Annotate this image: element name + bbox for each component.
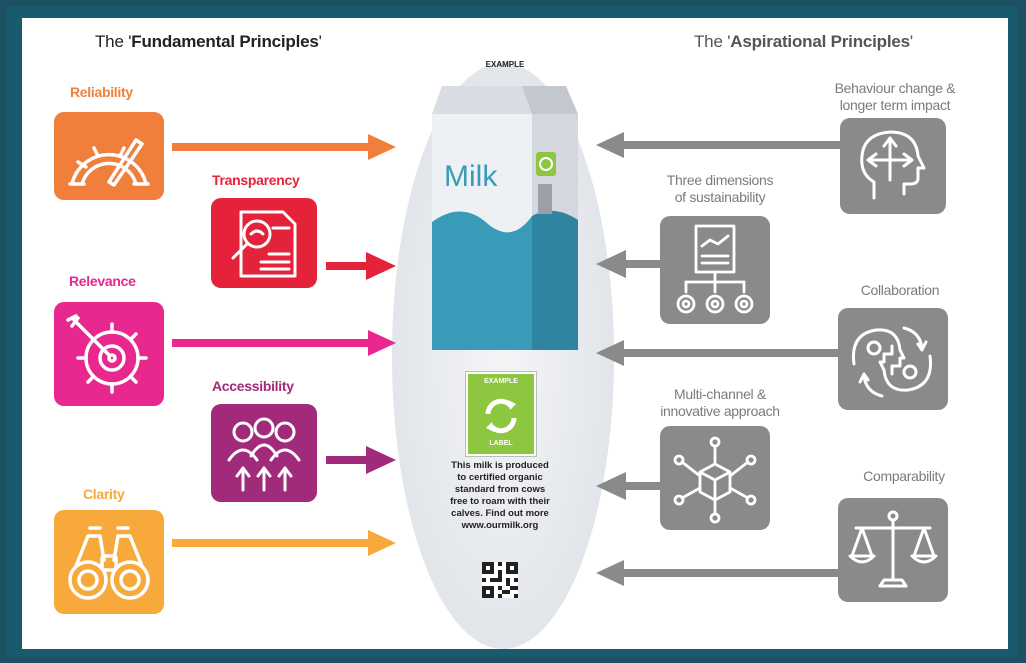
recycle-label-icon: EXAMPLE LABEL [466, 372, 536, 456]
aspirational-heading-suffix: ' [909, 32, 913, 51]
aspirational-heading-prefix: The ' [694, 32, 731, 51]
aspirational-heading: The 'Aspirational Principles' [694, 32, 913, 52]
label-transparency: Transparency [212, 172, 300, 188]
arrow-multi-channel [596, 470, 662, 502]
target-gear-icon [54, 302, 164, 406]
label-accessibility: Accessibility [212, 378, 294, 394]
two-heads-icon [838, 308, 948, 410]
arrow-collaboration [596, 338, 842, 368]
label-three-dimensions-line1: Three dimensions [666, 172, 774, 188]
desc-line-5: calves. Find out more [451, 508, 549, 519]
fundamental-heading-bold: Fundamental Principles [131, 32, 319, 51]
arrow-three-dimensions [596, 248, 662, 280]
desc-line-6: www.ourmilk.org [461, 520, 539, 531]
label-collaboration-line1: Collaboration [860, 282, 940, 298]
document-magnifier-icon [211, 198, 317, 288]
label-multi-channel-line1: Multi-channel & [674, 386, 766, 402]
arrow-clarity [172, 528, 396, 558]
desc-line-3: standard from cows [454, 484, 546, 495]
label-clarity: Clarity [83, 486, 125, 502]
example-top-text: EXAMPLE [485, 60, 525, 69]
label-comparability: Comparability [824, 468, 984, 485]
speedometer-icon [54, 112, 164, 200]
desc-line-4: free to roam with their [450, 496, 550, 507]
arrow-comparability [596, 558, 842, 588]
qr-code-icon [482, 562, 518, 598]
label-behaviour-change: Behaviour change & longer term impact [800, 80, 990, 114]
report-gears-icon [660, 216, 770, 324]
label-relevance: Relevance [69, 273, 136, 289]
desc-line-2: to certified organic [457, 472, 543, 483]
label-multi-channel: Multi-channel & innovative approach [622, 386, 818, 420]
fundamental-heading-prefix: The ' [95, 32, 132, 51]
label-bottom-text: LABEL [489, 440, 513, 447]
label-behaviour-change-line1: Behaviour change & [834, 80, 956, 96]
desc-line-1: This milk is produced [451, 460, 549, 471]
arrow-relevance [172, 328, 396, 358]
label-multi-channel-line2: innovative approach [660, 403, 780, 419]
box-network-icon [660, 426, 770, 530]
fundamental-heading: The 'Fundamental Principles' [95, 32, 322, 52]
label-three-dimensions: Three dimensions of sustainability [630, 172, 810, 206]
fundamental-heading-suffix: ' [318, 32, 322, 51]
label-behaviour-change-line2: longer term impact [839, 97, 951, 113]
scales-icon [838, 498, 948, 602]
arrow-transparency [326, 250, 396, 282]
arrow-reliability [172, 132, 396, 162]
label-comparability-line1: Comparability [863, 468, 945, 484]
aspirational-heading-bold: Aspirational Principles [730, 32, 910, 51]
milk-carton-icon [428, 72, 580, 350]
arrow-behaviour-change [596, 130, 842, 160]
head-arrows-icon [840, 118, 946, 214]
people-icon [211, 404, 317, 502]
label-collaboration: Collaboration [820, 282, 980, 299]
label-three-dimensions-line2: of sustainability [674, 189, 766, 205]
label-reliability: Reliability [70, 84, 133, 100]
milk-description: This milk is produced to certified organ… [430, 460, 570, 532]
milk-word: Milk [444, 160, 498, 193]
arrow-accessibility [326, 444, 396, 476]
label-top-text: EXAMPLE [484, 378, 518, 385]
binoculars-icon [54, 510, 164, 614]
